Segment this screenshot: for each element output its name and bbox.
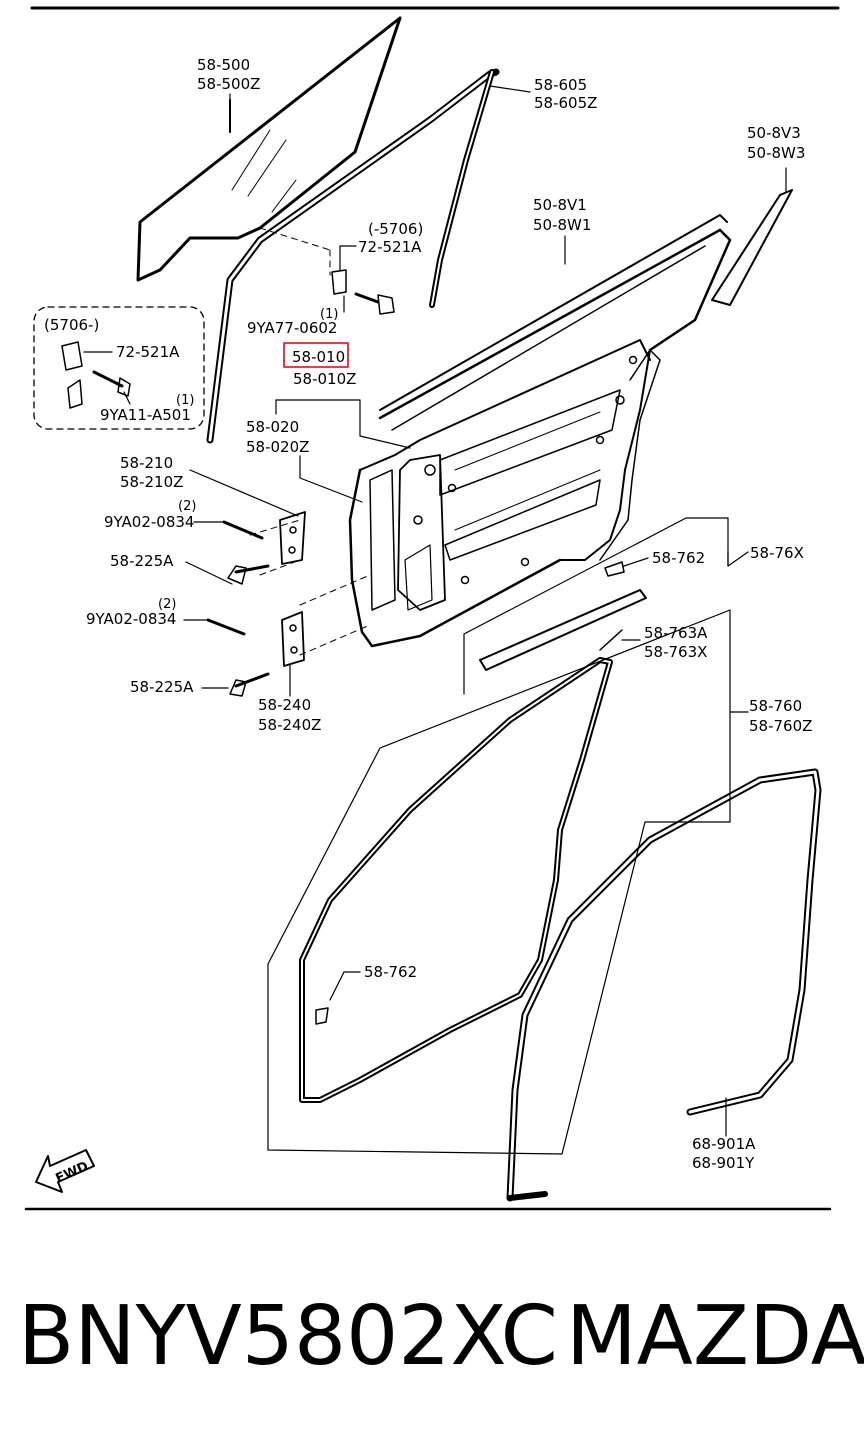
label-inset-bolt: 9YA11-A501 <box>100 406 191 424</box>
label-door-panel-1: 58-010 <box>292 348 345 366</box>
fwd-arrow-icon <box>35 1149 95 1193</box>
label-inset-title: (5706-) <box>44 316 99 334</box>
label-bolt-a: 9YA02-0834 <box>104 513 194 531</box>
label-clip-762-upper: 58-762 <box>652 549 705 567</box>
label-hinge-lower-2: 58-240Z <box>258 716 321 734</box>
label-inset-qty: (1) <box>176 393 194 408</box>
label-bolt-a-qty: (2) <box>178 499 196 514</box>
label-hinge-lower-1: 58-240 <box>258 696 311 714</box>
brand-caption: MAZDA <box>566 1289 864 1384</box>
label-moulding-set: 58-76X <box>750 544 804 562</box>
glass-run-channel-drawing <box>206 68 500 444</box>
label-hinge-upper-1: 58-210 <box>120 454 173 472</box>
label-weatherstrip-upper-1: 50-8V1 <box>533 196 587 214</box>
label-moulding-end-1: 58-763A <box>644 624 708 642</box>
opening-trim-drawing <box>506 768 822 1202</box>
door-weatherstrip-drawing <box>299 657 613 1103</box>
door-glass-drawing <box>136 16 402 282</box>
label-glass-2: 58-500Z <box>197 75 260 93</box>
label-run-channel-1: 58-605 <box>534 76 587 94</box>
label-clip-762-lower: 58-762 <box>364 963 417 981</box>
label-inset-clip: 72-521A <box>116 343 180 361</box>
label-note-before: (-5706) <box>368 220 423 238</box>
moulding-drawing <box>479 561 647 671</box>
label-opening-trim-1: 68-901A <box>692 1135 756 1153</box>
label-run-channel-2: 58-605Z <box>534 94 597 112</box>
label-door-sub-2: 58-020Z <box>246 438 309 456</box>
lower-hinge-drawing <box>206 611 305 697</box>
label-garnish-rear-1: 50-8V3 <box>747 124 801 142</box>
label-opening-trim-2: 68-901Y <box>692 1154 755 1172</box>
label-weatherstrip-upper-2: 50-8W1 <box>533 216 591 234</box>
label-door-panel-2: 58-010Z <box>293 370 356 388</box>
label-bolt-qty: (1) <box>320 307 338 322</box>
inset-box <box>33 306 205 430</box>
highlight-box <box>283 342 349 368</box>
label-garnish-rear-2: 50-8W3 <box>747 144 805 162</box>
label-fwd: FWD <box>54 1159 91 1187</box>
label-hinge-upper-2: 58-210Z <box>120 473 183 491</box>
leader-lines <box>83 85 787 1155</box>
label-bolt-b: 9YA02-0834 <box>86 610 176 628</box>
label-door-sub-1: 58-020 <box>246 418 299 436</box>
part-number-caption: BNYV5802XC <box>18 1289 558 1384</box>
label-glass-1: 58-500 <box>197 56 250 74</box>
rear-garnish-drawing <box>711 189 793 306</box>
label-bolt-b-qty: (2) <box>158 597 176 612</box>
label-weatherstrip-door-1: 58-760 <box>749 697 802 715</box>
label-clip-main: 72-521A <box>358 238 422 256</box>
label-bolt-225-upper: 58-225A <box>110 552 174 570</box>
upper-hinge-drawing <box>222 511 306 585</box>
clip-and-bolt-drawing <box>331 269 395 315</box>
label-bolt-main: 9YA77-0602 <box>247 319 337 337</box>
door-panel-drawing <box>348 228 732 648</box>
label-bolt-225-lower: 58-225A <box>130 678 194 696</box>
label-weatherstrip-door-2: 58-760Z <box>749 717 812 735</box>
label-moulding-end-2: 58-763X <box>644 643 707 661</box>
upper-weatherstrip-drawing <box>379 214 728 411</box>
